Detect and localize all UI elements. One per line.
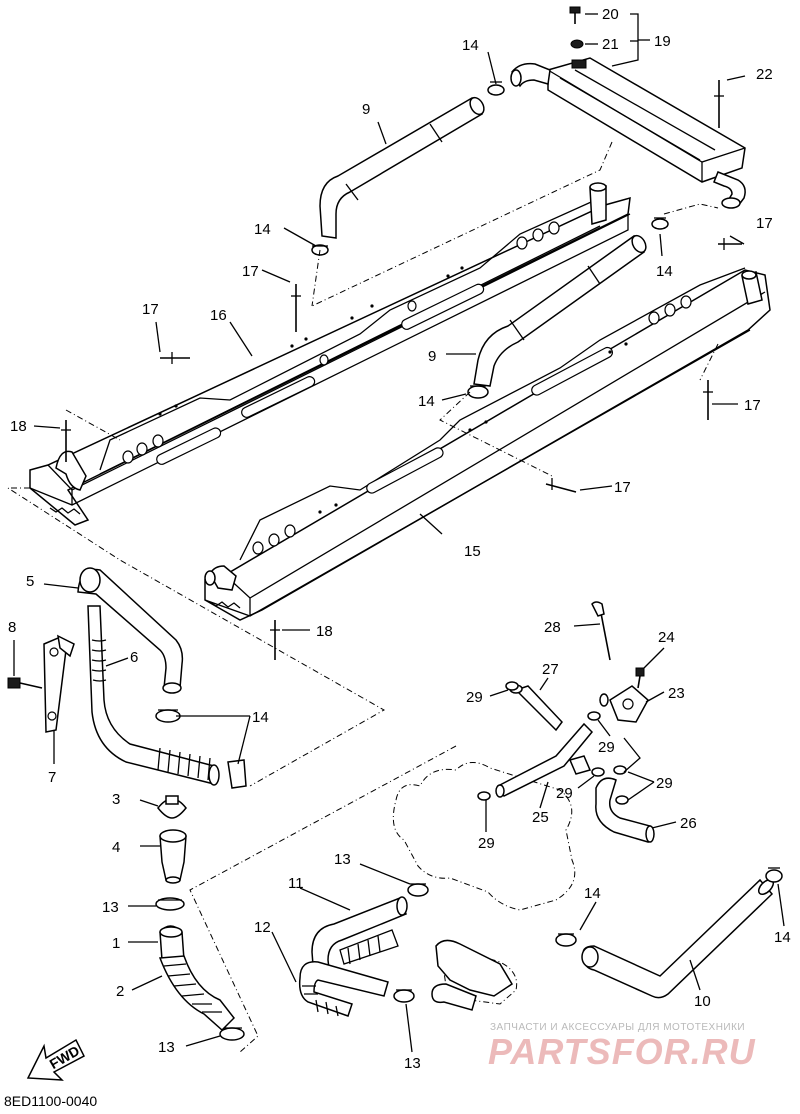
callout-13: 13: [404, 1055, 421, 1072]
callout-3: 3: [112, 791, 120, 808]
watermark: ЗАПЧАСТИ И АКСЕССУАРЫ ДЛЯ МОТОТЕХНИКИ PA…: [488, 1022, 756, 1072]
callout-29: 29: [656, 775, 673, 792]
callout-19: 19: [654, 33, 671, 50]
hose-part-9-upper: [319, 96, 485, 239]
callout-29: 29: [466, 689, 483, 706]
alignment-lines: [6, 141, 719, 1053]
radiator-tank-part-19: [510, 6, 746, 209]
callout-6: 6: [130, 649, 138, 666]
watermark-tagline: ЗАПЧАСТИ И АКСЕССУАРЫ ДЛЯ МОТОТЕХНИКИ: [490, 1022, 745, 1033]
cap-part-3: [157, 795, 187, 819]
callout-9: 9: [362, 101, 370, 118]
rivet-icons: [61, 238, 742, 660]
hose-part-6: [87, 605, 220, 786]
clamp-part-14-lower-icons: [155, 709, 247, 789]
callout-28: 28: [544, 619, 561, 636]
diagram-code: 8ED1100-0040: [4, 1093, 97, 1109]
callout-17: 17: [744, 397, 761, 414]
callout-4: 4: [112, 839, 120, 856]
callout-17: 17: [142, 301, 159, 318]
callout-27: 27: [542, 661, 559, 678]
callout-5: 5: [26, 573, 34, 590]
callout-13: 13: [102, 899, 119, 916]
callout-9: 9: [428, 348, 436, 365]
callout-7: 7: [48, 769, 56, 786]
callout-23: 23: [668, 685, 685, 702]
callout-20: 20: [602, 6, 619, 23]
thermostat-housing-part-23: [599, 685, 649, 723]
callout-14: 14: [254, 221, 271, 238]
rail-part-16: [29, 182, 631, 526]
callout-29: 29: [598, 739, 615, 756]
callout-1: 1: [112, 935, 120, 952]
callout-21: 21: [602, 36, 619, 53]
hose-part-1: [159, 925, 185, 961]
clamp-part-13-icons: [155, 883, 429, 1041]
clamp-part-14-right-icons: [555, 867, 783, 947]
callout-12: 12: [254, 919, 271, 936]
callout-15: 15: [464, 543, 481, 560]
callout-13: 13: [158, 1039, 175, 1056]
callout-18: 18: [316, 623, 333, 640]
callout-17: 17: [614, 479, 631, 496]
callout-11: 11: [288, 875, 304, 892]
hose-part-2: [158, 955, 235, 1032]
bolt-part-8: [7, 677, 43, 689]
callout-8: 8: [8, 619, 16, 636]
callout-14: 14: [418, 393, 435, 410]
callout-14: 14: [462, 37, 479, 54]
callout-14: 14: [584, 885, 601, 902]
watermark-brand: PARTSFOR.RU: [488, 1031, 756, 1072]
callout-17: 17: [756, 215, 773, 232]
screw-part-24: [635, 667, 645, 689]
callout-2: 2: [116, 983, 124, 1000]
callout-29: 29: [556, 785, 573, 802]
pipe-part-25: [495, 722, 594, 798]
hose-part-9-lower: [473, 234, 647, 387]
callout-29: 29: [478, 835, 495, 852]
filler-neck-part-4: [159, 829, 187, 884]
hose-part-26: [595, 777, 655, 843]
callout-25: 25: [532, 809, 549, 826]
callout-24: 24: [658, 629, 675, 646]
clamp-part-29-icons: [477, 681, 629, 805]
hose-part-11: [311, 896, 408, 979]
fwd-arrow-icon: FWD: [26, 1038, 85, 1081]
callout-10: 10: [694, 993, 711, 1010]
callout-16: 16: [210, 307, 227, 324]
callout-26: 26: [680, 815, 697, 832]
hose-part-12: [298, 961, 389, 1017]
callout-13: 13: [334, 851, 351, 868]
callout-14: 14: [252, 709, 269, 726]
leader-lines: [13, 51, 785, 1053]
rail-part-15: [204, 267, 771, 621]
callout-18: 18: [10, 418, 27, 435]
bracket-part-7: [43, 634, 75, 733]
hose-part-10: [581, 878, 775, 999]
callout-17: 17: [242, 263, 259, 280]
rod-part-28: [591, 601, 611, 661]
callout-14: 14: [774, 929, 791, 946]
callout-labels: 20 21 19 14 22 9 14 17 14 17 17 16 9 14 …: [8, 6, 791, 1072]
engine-outline: [392, 762, 576, 1011]
hose-part-5: [77, 567, 184, 694]
hose-part-27: [509, 684, 563, 732]
callout-14: 14: [656, 263, 673, 280]
callout-22: 22: [756, 66, 773, 83]
